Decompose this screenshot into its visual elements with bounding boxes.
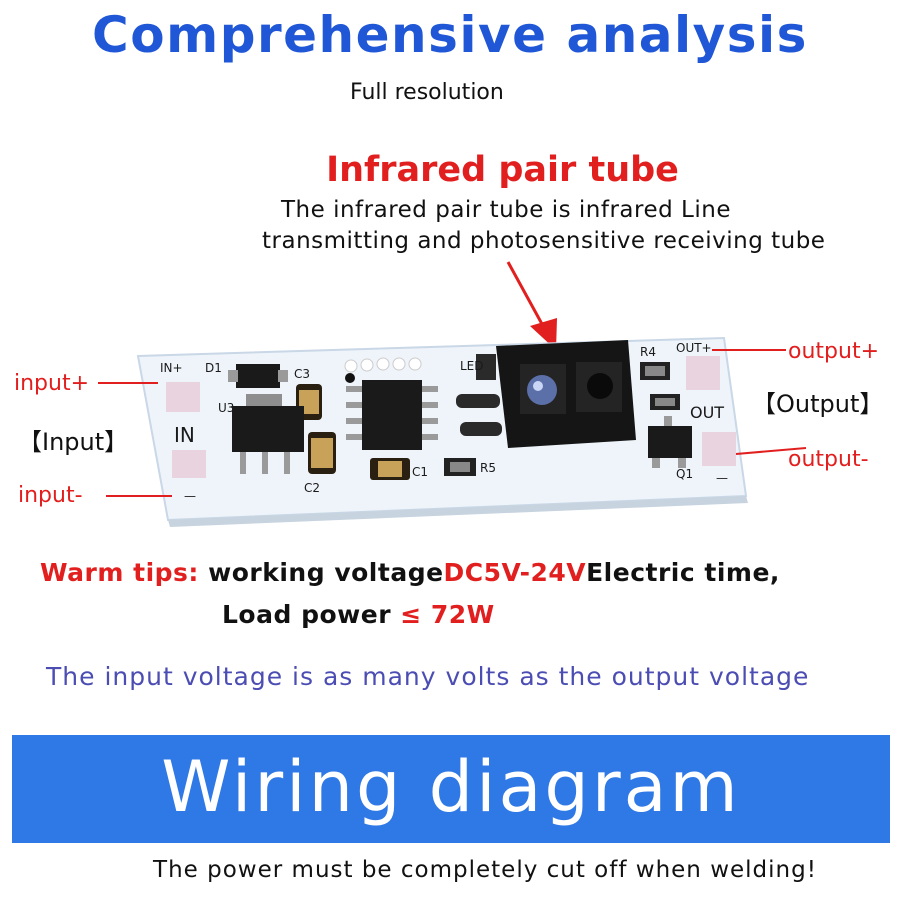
silk-c3: C3 — [294, 367, 310, 381]
pad-output-plus — [686, 356, 720, 390]
silk-minus-left: — — [184, 489, 196, 503]
transistor-q1 — [648, 416, 692, 468]
warm-tips-line2: Load power ≤ 72W — [222, 600, 495, 629]
silk-in-plus: IN+ — [160, 361, 183, 375]
silk-led: LED — [460, 359, 484, 373]
label-input-plus: input+ — [14, 371, 89, 396]
infrared-description-line1: The infrared pair tube is infrared Line — [281, 197, 731, 223]
infrared-pair-tube — [456, 340, 636, 448]
wiring-banner-title: Wiring diagram — [161, 746, 741, 828]
ic-chip — [344, 357, 438, 450]
voltage-note: The input voltage is as many volts as th… — [46, 662, 810, 691]
warm-tips-prefix: Warm tips: — [40, 558, 199, 587]
welding-warning: The power must be completely cut off whe… — [153, 857, 817, 883]
pcb-illustration: IN+ D1 C3 U3 IN C2 — C1 R5 LED R4 OUT+ O… — [14, 261, 883, 527]
silk-out-plus: OUT+ — [676, 341, 712, 355]
label-output-plus: output+ — [788, 339, 879, 364]
warm-tips-text1: working voltage — [198, 558, 444, 587]
silk-r5: R5 — [480, 461, 496, 475]
silk-out: OUT — [690, 403, 724, 422]
silk-c2: C2 — [304, 481, 320, 495]
page-subtitle: Full resolution — [350, 80, 504, 105]
regulator-u3 — [232, 394, 304, 474]
silk-c1: C1 — [412, 465, 428, 479]
load-power-value: ≤ 72W — [400, 600, 495, 629]
silk-d1: D1 — [205, 361, 222, 375]
silk-r4: R4 — [640, 345, 656, 359]
infrared-title: Infrared pair tube — [326, 150, 679, 190]
infrared-description-line2: transmitting and photosensitive receivin… — [262, 228, 826, 254]
label-input-block: 【Input】 — [18, 428, 128, 456]
arrow-down-icon — [506, 261, 557, 350]
load-power-label: Load power — [222, 600, 401, 629]
silk-in: IN — [174, 423, 195, 447]
label-output-minus: output- — [788, 447, 869, 472]
pad-input-plus — [166, 382, 200, 412]
silk-q1: Q1 — [676, 467, 693, 481]
pad-input-minus — [172, 450, 206, 478]
label-input-minus: input- — [18, 483, 83, 508]
label-output-block: 【Output】 — [752, 390, 883, 418]
silk-minus-right: — — [716, 471, 728, 485]
diode-d1 — [236, 364, 280, 388]
silk-u3: U3 — [218, 401, 234, 415]
warm-tips-text2: Electric time, — [586, 558, 780, 587]
voltage-range: DC5V-24V — [443, 558, 587, 587]
pad-output-minus — [702, 432, 736, 466]
wiring-banner — [12, 735, 890, 843]
warm-tips-line1: Warm tips: working voltageDC5V-24VElectr… — [40, 558, 780, 587]
page-title: Comprehensive analysis — [92, 6, 808, 64]
